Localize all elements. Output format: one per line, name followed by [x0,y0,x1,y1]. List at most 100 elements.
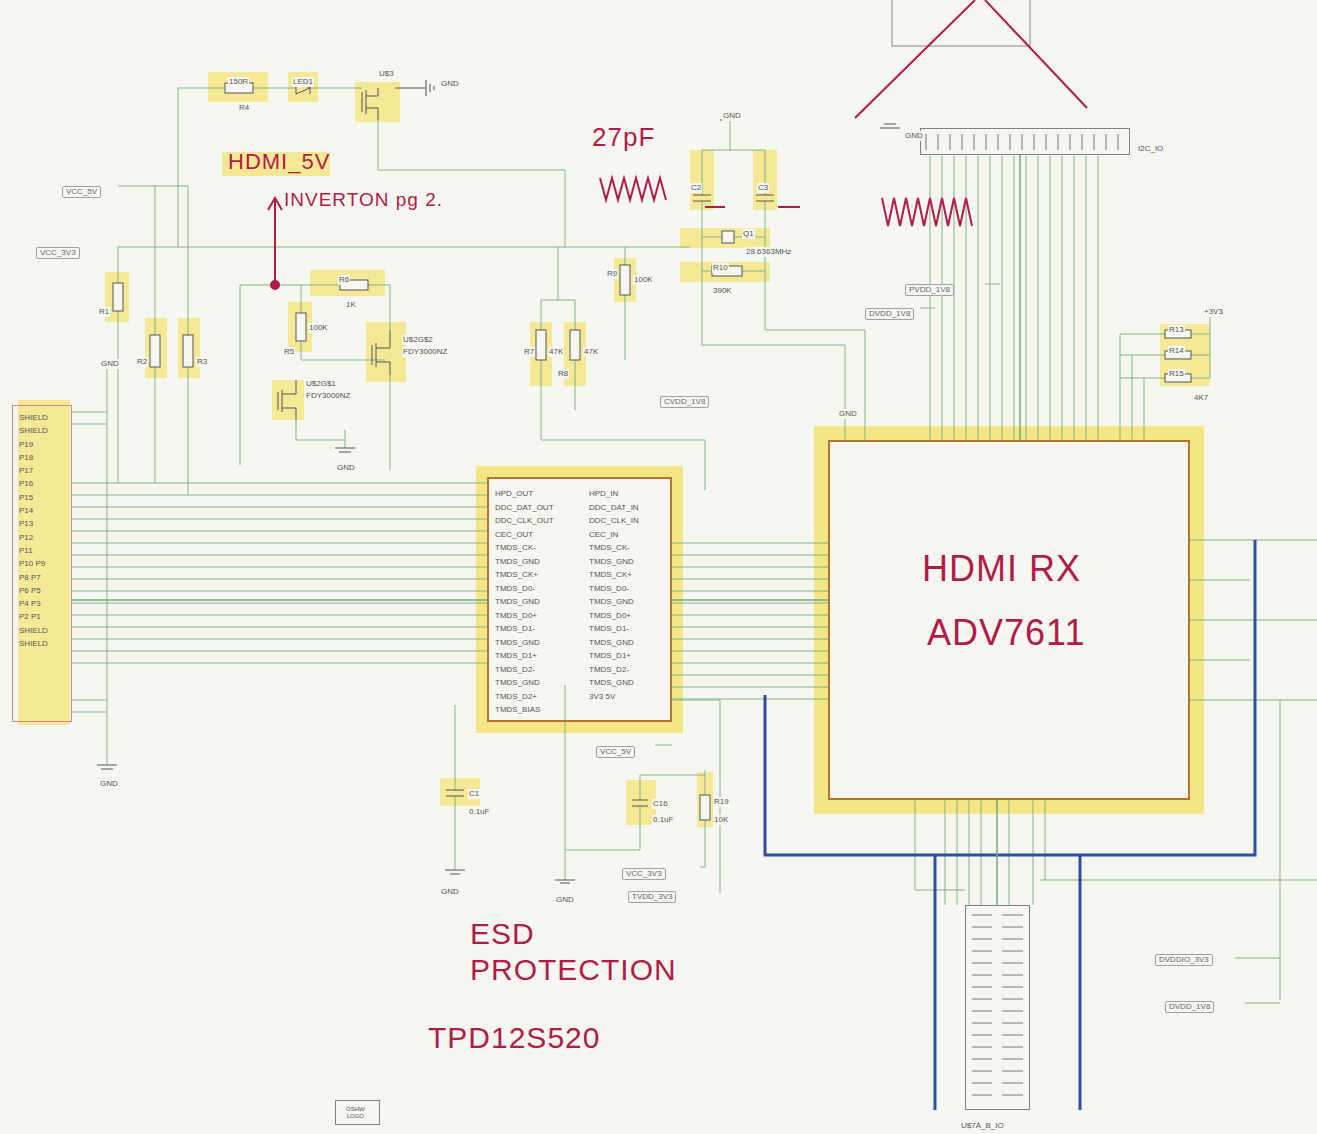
part-label: R15 [1168,369,1185,379]
highlight [680,262,770,282]
wire-bus [672,543,828,699]
wires [72,88,1317,1003]
part-label: 100K [633,275,654,285]
highlight [288,72,318,102]
pin-names: HPD_OUT DDC_DAT_OUT DDC_CLK_OUT CEC_OUT … [495,487,554,717]
part-label: GND [99,779,119,789]
power-port: VCC_3V3 [36,247,80,259]
highlight-frame [822,434,1196,806]
resistor-symbol [536,330,546,360]
power-port: VCC_5V [62,186,101,198]
scribble [600,178,666,200]
pin-names: SHIELD SHIELD P19 P18 P17 P16 P15 P14 P1… [19,411,48,650]
pin-header: U$7A_B_IO [965,905,1030,1110]
part-label: GND [555,895,575,905]
part-label: 0.1uF [652,815,674,825]
highlight [18,400,70,725]
part-label: 1K [345,300,357,310]
power-port: VCC_3V3 [622,868,666,880]
connectors [72,155,1020,905]
part-label: 390K [712,286,733,296]
part-label: GND [722,111,742,121]
part-label: C1 [468,789,480,799]
logo-box: OSHW LOGO [335,1100,380,1125]
header-pins [926,134,1118,150]
part-label: R7 [523,347,535,357]
highlighter [18,72,1210,827]
part-label: 0.1uF [468,807,490,817]
highlight [178,318,200,378]
handwritten-note: HDMI_5V [228,150,330,173]
part-label: C3 [757,183,769,193]
part-label: 47K [583,347,599,357]
part-label: Q1 [742,229,755,239]
part-label: C16 [652,799,669,809]
transistor-symbol [372,330,390,375]
esd-chip: HPD_OUT DDC_DAT_OUT DDC_CLK_OUT CEC_OUT … [487,477,672,722]
pen-marks [268,0,1087,289]
wire [455,685,720,893]
handwritten-note: TPD12S520 [428,1022,600,1054]
part-label: U$2G$2 [402,335,434,345]
cross-out [855,0,1087,118]
part-label: FDY3000NZ [305,391,351,401]
part-label: R10 [712,263,729,273]
highlight [145,318,167,378]
highlight [366,322,406,382]
part-label: 47K [548,347,564,357]
pin-names: HPD_IN DDC_DAT_IN DDC_CLK_IN CEC_IN TMDS… [589,487,639,703]
highlight [208,72,268,102]
part-label: 100K [308,323,329,333]
wire-connector [672,599,828,601]
resistor-symbols [113,83,1191,820]
power-port: DVDD_1V8 [865,308,914,320]
part-name: U$7A_B_IO [960,1121,1005,1131]
part-name: I2C_IO [1137,144,1164,154]
part-label: 10K [713,815,729,825]
part-label: 4K7 [1193,393,1209,403]
handwritten-note: 27pF [592,124,655,151]
highlight-frame [482,472,677,727]
hdmi-receiver-chip: HDMI RXADV7611 [828,440,1190,800]
symbols [97,0,1191,1095]
capacitor-symbol [446,195,774,806]
wire [1120,310,1210,440]
part-label: U$2G$1 [305,379,337,389]
part-label: U$3 [378,69,395,79]
part-label: GND [440,79,460,89]
part-label: R5 [283,347,295,357]
part-label: GND [440,887,460,897]
chip-title: HDMI RX [922,550,1081,588]
handwritten-note: ESD PROTECTION [470,916,677,988]
part-label: GND [100,359,120,369]
part-label: R6 [338,275,350,285]
part-label: R19 [713,797,730,807]
power-port: PVDD_1V8 [905,284,954,296]
part-label: 28.6363MHz [745,247,792,257]
resistor-symbol [150,335,160,367]
crystal-symbol [722,231,734,243]
highlight [310,270,385,296]
transistor-symbol [362,88,378,120]
wire [118,88,705,495]
wire-bus [72,483,487,663]
bus-bracket [765,540,1255,1110]
power-port: DVDDIO_3V3 [1155,954,1213,966]
pen-dot [271,281,279,289]
resistor-symbol [700,795,710,820]
header-pins [972,915,1023,1095]
power-port: TVDD_3V3 [628,891,676,903]
chip-outline [892,0,1030,46]
highlight [680,228,770,248]
transistor-symbol [278,380,296,420]
part-label: GND [904,131,924,141]
power-port: VCC_5V [596,746,635,758]
pen-dash [705,206,800,208]
resistor-symbol [570,330,580,360]
part-label: R4 [238,103,250,113]
wire [702,120,865,440]
wire-connector [1019,155,1021,440]
part-label: R1 [98,307,110,317]
highlight [272,380,304,420]
